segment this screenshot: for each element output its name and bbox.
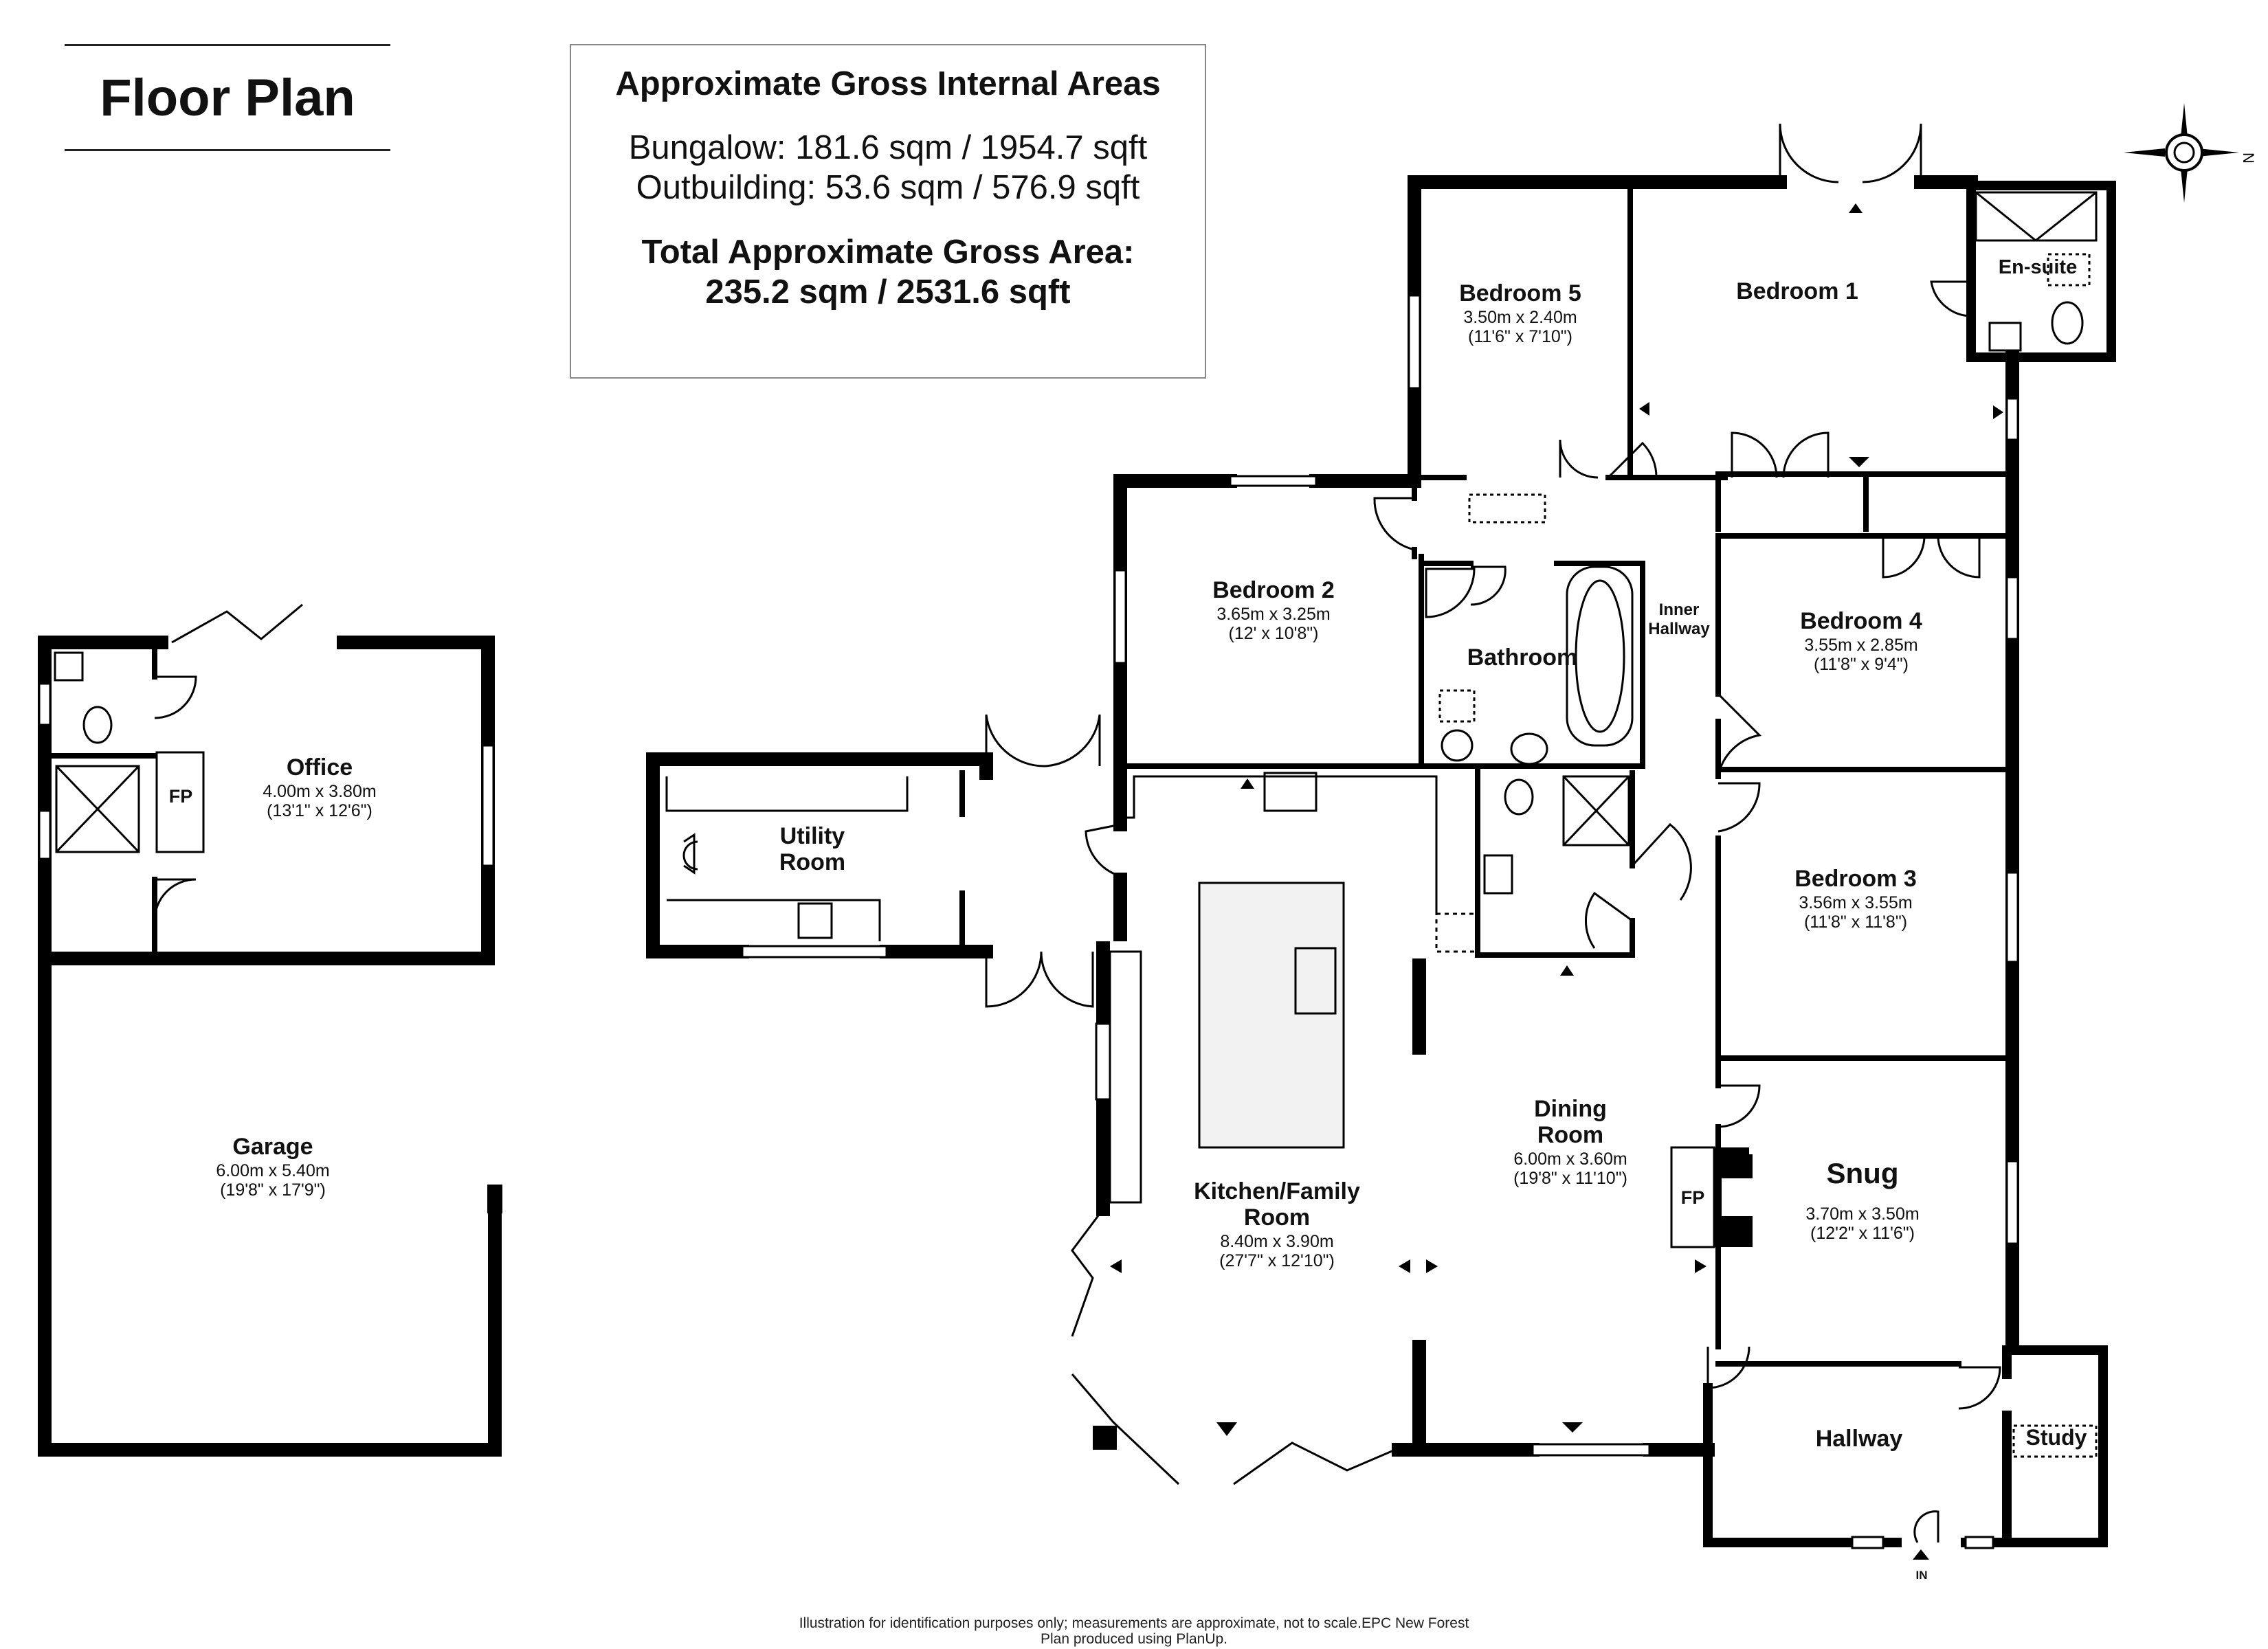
room-bedroom2-metric: 3.65m x 3.25m xyxy=(1216,605,1330,624)
room-office-metric: 4.00m x 3.80m xyxy=(263,782,376,801)
compass-icon: N xyxy=(2124,103,2257,203)
kitchen-corner-post xyxy=(1093,1426,1117,1450)
room-inner-hallway-line2: Hallway xyxy=(1648,620,1710,638)
room-study-name: Study xyxy=(2026,1425,2087,1450)
walls xyxy=(38,175,2116,1547)
area-summary-box: Approximate Gross Internal Areas Bungalo… xyxy=(570,44,1206,379)
room-bathroom-name: Bathroom xyxy=(1467,644,1578,671)
room-snug-name: Snug xyxy=(1827,1157,1899,1189)
room-bedroom5-imperial: (11'6" x 7'10") xyxy=(1468,327,1572,346)
area-total-label: Total Approximate Gross Area: xyxy=(641,234,1135,271)
area-outbuilding: Outbuilding: 53.6 sqm / 576.9 sqft xyxy=(636,169,1140,206)
room-bedroom2-imperial: (12' x 10'8") xyxy=(1229,624,1319,643)
room-bedroom3-metric: 3.56m x 3.55m xyxy=(1799,893,1912,912)
office-fireplace-label: FP xyxy=(169,786,193,807)
room-dining-line1: Dining xyxy=(1534,1096,1607,1122)
entrance-label: IN xyxy=(1916,1569,1928,1582)
room-utility-line1: Utility xyxy=(780,823,845,849)
room-bedroom3-imperial: (11'8" x 11'8") xyxy=(1804,912,1907,932)
snug-fireplace xyxy=(1715,1147,1753,1247)
room-bedroom4-name: Bedroom 4 xyxy=(1800,608,1922,634)
area-bungalow: Bungalow: 181.6 sqm / 1954.7 sqft xyxy=(628,129,1148,166)
doors xyxy=(153,123,2001,1543)
room-kitchen-line2: Room xyxy=(1244,1204,1310,1231)
room-garage-name: Garage xyxy=(232,1134,313,1160)
area-total-value: 235.2 sqm / 2531.6 sqft xyxy=(705,273,1071,311)
room-dining-imperial: (19'8" x 11'10") xyxy=(1513,1169,1627,1188)
room-inner-hallway-line1: Inner xyxy=(1659,601,1700,619)
room-snug-imperial: (12'2" x 11'6") xyxy=(1810,1224,1915,1243)
room-utility-line2: Room xyxy=(779,849,845,875)
compass-north-label: N xyxy=(2240,153,2257,164)
room-kitchen-metric: 8.40m x 3.90m xyxy=(1220,1232,1333,1251)
footer-credit: Plan produced using PlanUp. xyxy=(1040,1631,1227,1647)
room-bedroom5-name: Bedroom 5 xyxy=(1459,280,1581,306)
room-bedroom3-name: Bedroom 3 xyxy=(1794,866,1917,892)
page-title-text: Floor Plan xyxy=(100,68,355,127)
room-garage-metric: 6.00m x 5.40m xyxy=(216,1161,329,1180)
room-bedroom4-metric: 3.55m x 2.85m xyxy=(1804,636,1917,655)
room-dining-line2: Room xyxy=(1537,1122,1603,1148)
direction-arrows xyxy=(1110,203,2003,1560)
room-garage-imperial: (19'8" x 17'9") xyxy=(220,1180,326,1200)
area-heading: Approximate Gross Internal Areas xyxy=(615,65,1161,102)
room-kitchen-line1: Kitchen/Family xyxy=(1194,1178,1360,1204)
room-bedroom4-imperial: (11'8" x 9'4") xyxy=(1814,655,1909,674)
room-dining-metric: 6.00m x 3.60m xyxy=(1513,1149,1627,1169)
page-title: Floor Plan xyxy=(65,44,390,151)
room-office-name: Office xyxy=(287,754,353,781)
room-bedroom5-metric: 3.50m x 2.40m xyxy=(1463,308,1577,327)
room-bedroom1-name: Bedroom 1 xyxy=(1736,278,1858,304)
room-ensuite-name: En-suite xyxy=(1999,256,2077,278)
room-hallway-name: Hallway xyxy=(1816,1426,1903,1452)
snug-fireplace-label: FP xyxy=(1681,1187,1705,1208)
room-office-imperial: (13'1" x 12'6") xyxy=(267,801,373,820)
room-bedroom2-name: Bedroom 2 xyxy=(1212,577,1335,603)
room-snug-metric: 3.70m x 3.50m xyxy=(1805,1204,1919,1224)
footer-disclaimer: Illustration for identification purposes… xyxy=(799,1615,1469,1631)
room-kitchen-imperial: (27'7" x 12'10") xyxy=(1219,1251,1335,1270)
